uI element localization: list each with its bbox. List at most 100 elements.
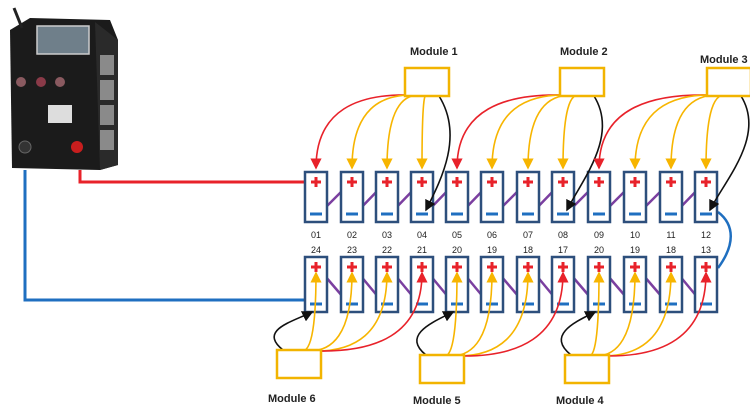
minus-icon bbox=[557, 212, 569, 216]
plus-icon bbox=[311, 262, 321, 272]
cell-number: 20 bbox=[452, 245, 462, 255]
minus-icon bbox=[629, 212, 641, 216]
minus-icon bbox=[486, 302, 498, 306]
cell-number: 13 bbox=[701, 245, 711, 255]
cell-number: 12 bbox=[701, 230, 711, 240]
module-label: Module 1 bbox=[410, 46, 458, 58]
plus-icon bbox=[558, 177, 568, 187]
cell-number: 18 bbox=[666, 245, 676, 255]
battery-load-tester-device bbox=[10, 7, 118, 170]
cell-number: 20 bbox=[594, 245, 604, 255]
battery-cell: 03 bbox=[374, 170, 400, 240]
plus-icon bbox=[630, 177, 640, 187]
positive-terminal bbox=[71, 141, 83, 153]
plus-icon bbox=[382, 262, 392, 272]
plus-icon bbox=[558, 262, 568, 272]
plus-icon bbox=[417, 177, 427, 187]
positive-sense-lead bbox=[298, 271, 428, 352]
battery-cell: 06 bbox=[479, 170, 505, 240]
cell-number: 06 bbox=[487, 230, 497, 240]
battery-cell: 17 bbox=[550, 245, 576, 314]
cell-number: 18 bbox=[523, 245, 533, 255]
minus-icon bbox=[381, 212, 393, 216]
cell-number: 05 bbox=[452, 230, 462, 240]
module-2: Module 2 bbox=[558, 46, 608, 98]
negative-sense-lead bbox=[273, 311, 314, 351]
plus-icon bbox=[630, 262, 640, 272]
plus-icon bbox=[487, 177, 497, 187]
plus-icon bbox=[417, 262, 427, 272]
module-box bbox=[275, 348, 323, 380]
minus-icon bbox=[346, 302, 358, 306]
plus-icon bbox=[452, 177, 462, 187]
negative-sense-lead bbox=[416, 311, 455, 356]
negative-cable bbox=[23, 170, 306, 302]
battery-cell: 02 bbox=[339, 170, 365, 240]
negative-sense-lead bbox=[566, 95, 604, 212]
minus-icon bbox=[451, 212, 463, 216]
cell-number: 10 bbox=[630, 230, 640, 240]
module-label: Module 5 bbox=[413, 395, 461, 407]
module-label: Module 2 bbox=[560, 46, 608, 58]
plus-icon bbox=[701, 262, 711, 272]
cell-number: 04 bbox=[417, 230, 427, 240]
minus-icon bbox=[310, 212, 322, 216]
minus-icon bbox=[522, 212, 534, 216]
plus-icon bbox=[347, 262, 357, 272]
plus-icon bbox=[347, 177, 357, 187]
minus-icon bbox=[629, 302, 641, 306]
module-6: Module 4 bbox=[556, 353, 611, 407]
minus-icon bbox=[665, 212, 677, 216]
voltage-sense-lead bbox=[665, 94, 730, 170]
module-label: Module 6 bbox=[268, 393, 316, 405]
row-jumper-cable bbox=[716, 211, 732, 269]
voltage-sense-lead bbox=[629, 94, 730, 170]
positive-cable bbox=[78, 170, 305, 184]
minus-icon bbox=[700, 302, 712, 306]
battery-cell: 01 bbox=[303, 170, 329, 240]
minus-icon bbox=[486, 212, 498, 216]
plus-icon bbox=[311, 177, 321, 187]
negative-sense-lead bbox=[425, 95, 451, 212]
battery-cell: 07 bbox=[515, 170, 541, 240]
battery-cell: 04 bbox=[409, 170, 435, 240]
battery-cell: 05 bbox=[444, 170, 470, 240]
plus-icon bbox=[666, 262, 676, 272]
cell-number: 02 bbox=[347, 230, 357, 240]
plus-icon bbox=[452, 262, 462, 272]
cell-number: 24 bbox=[311, 245, 321, 255]
plus-icon bbox=[523, 262, 533, 272]
module-box bbox=[403, 66, 451, 98]
cell-number: 03 bbox=[382, 230, 392, 240]
minus-icon bbox=[665, 302, 677, 306]
device-screen bbox=[36, 25, 90, 55]
module-box bbox=[563, 353, 611, 385]
negative-sense-lead bbox=[560, 311, 597, 356]
cell-number: 01 bbox=[311, 230, 321, 240]
plus-icon bbox=[594, 177, 604, 187]
voltage-sense-lead bbox=[381, 94, 428, 170]
positive-sense-lead bbox=[586, 271, 712, 357]
minus-icon bbox=[381, 302, 393, 306]
negative-sense-lead bbox=[709, 95, 750, 212]
minus-icon bbox=[593, 212, 605, 216]
minus-icon bbox=[416, 212, 428, 216]
positive-sense-lead bbox=[441, 271, 569, 357]
positive-sense-lead bbox=[310, 94, 428, 170]
minus-icon bbox=[700, 212, 712, 216]
voltage-sense-lead bbox=[416, 94, 428, 170]
plus-icon bbox=[701, 177, 711, 187]
voltage-sense-lead bbox=[557, 94, 583, 170]
module-box bbox=[705, 66, 750, 98]
module-1: Module 1 bbox=[403, 46, 458, 98]
minus-icon bbox=[416, 302, 428, 306]
cell-number: 11 bbox=[666, 230, 675, 240]
plus-icon bbox=[487, 262, 497, 272]
battery-cell: 10 bbox=[622, 170, 648, 240]
module-4: Module 6 bbox=[268, 348, 323, 405]
battery-cell: 11 bbox=[658, 170, 684, 240]
minus-icon bbox=[346, 212, 358, 216]
plus-icon bbox=[666, 177, 676, 187]
module-3: Module 3 bbox=[700, 54, 750, 98]
